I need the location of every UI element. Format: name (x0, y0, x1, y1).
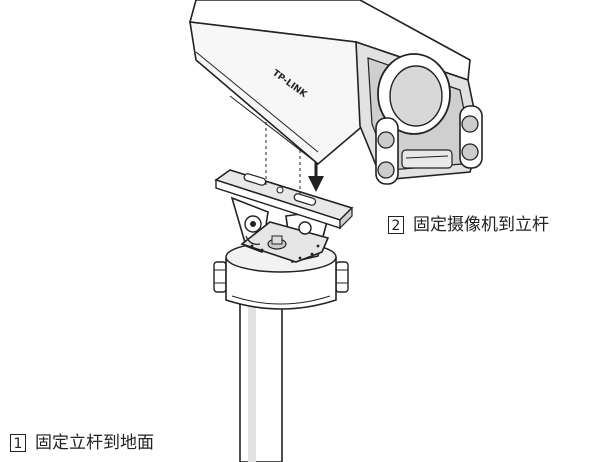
camera: TP-LINK (188, 0, 483, 185)
mount-bracket (214, 169, 354, 263)
step-label: 固定摄像机到立杆 (413, 215, 549, 235)
step-label: 固定立杆到地面 (35, 433, 154, 453)
step-number-box: 1 (10, 434, 26, 452)
lens-inner (389, 65, 443, 127)
pole (239, 299, 283, 462)
alignment-guides (265, 122, 301, 198)
step-number-box: 2 (388, 216, 404, 234)
step-fix-pole: 1 固定立杆到地面 (10, 433, 154, 453)
step-mount-camera: 2 固定摄像机到立杆 (388, 215, 549, 235)
